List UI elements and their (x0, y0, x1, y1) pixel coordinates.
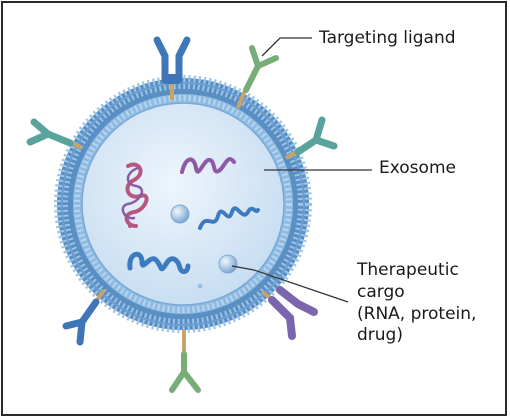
cargo-particle-center (170, 204, 190, 224)
cargo-rna-strand-bottom (127, 251, 191, 275)
exosome-membrane (54, 75, 312, 333)
exosome-lumen (81, 102, 285, 306)
cargo-rna-strand-top (180, 157, 236, 174)
label-exosome: Exosome (379, 158, 456, 178)
cargo-rna-strand-middle (198, 206, 260, 230)
leader-cargo (231, 265, 349, 303)
ligand-bottom-left (62, 288, 106, 346)
cargo-particle-lower (218, 254, 238, 274)
label-cargo-line2: cargo (357, 281, 405, 302)
ligand-bottom-right (260, 286, 318, 340)
cargo-rna-helix-pink (121, 162, 149, 228)
ligand-right (285, 116, 338, 160)
label-therapeutic-cargo: Therapeutic cargo (RNA, protein, drug) (357, 260, 476, 347)
label-cargo-line1: Therapeutic (357, 260, 459, 280)
label-cargo-line3: (RNA, protein, (357, 303, 477, 324)
label-cargo-line4: drug) (357, 325, 403, 346)
ligand-left (26, 118, 83, 150)
cargo-dot-small (197, 283, 203, 289)
ligand-top-right (236, 45, 279, 109)
ligand-top-left (153, 36, 191, 100)
ligand-bottom (169, 330, 201, 393)
leader-targeting-ligand (261, 37, 312, 57)
label-targeting-ligand: Targeting ligand (319, 28, 456, 48)
